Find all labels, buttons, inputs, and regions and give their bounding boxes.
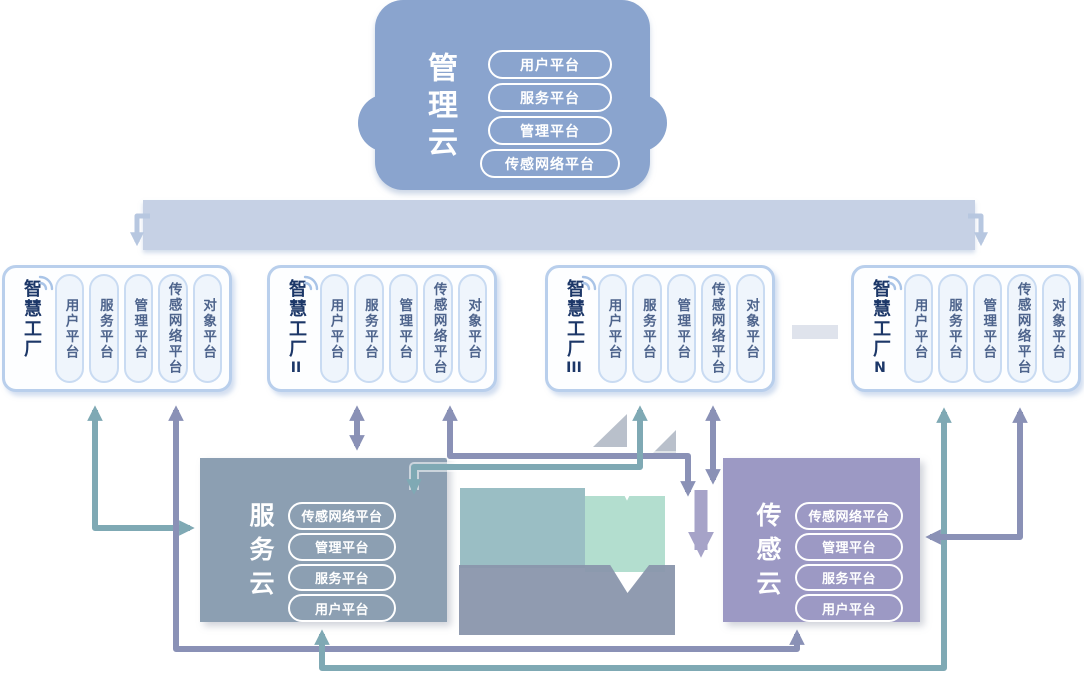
factory-2-box: 智慧工厂 II 用户平台 服务平台 管理平台 传感网络平台 对象平台 (267, 265, 497, 392)
factory-1-platforms: 用户平台 服务平台 管理平台 传感网络平台 对象平台 (55, 274, 223, 383)
platform-pill: 管理平台 (666, 274, 697, 383)
factory-title-text: 智慧工厂 (870, 279, 891, 359)
factory-title-text: 智慧工厂 (564, 279, 585, 359)
platform-pill: 服务平台 (795, 563, 903, 592)
factory-n-platforms: 用户平台 服务平台 管理平台 传感网络平台 对象平台 (904, 274, 1072, 383)
factory-3-title: 智慧工厂 III (555, 274, 597, 383)
factory-2-title: 智慧工厂 II (277, 274, 319, 383)
factory-title-text: 智慧工厂 (286, 279, 307, 359)
factory-3-box: 智慧工厂 III 用户平台 服务平台 管理平台 传感网络平台 对象平台 (545, 265, 775, 392)
management-cloud-platforms: 用户平台 服务平台 管理平台 传感网络平台 (465, 50, 635, 178)
decorative-triangle (651, 430, 676, 455)
platform-pill: 用户平台 (488, 50, 612, 79)
platform-pill: 传感网络平台 (288, 502, 396, 530)
platform-pill: 传感网络平台 (1007, 274, 1037, 383)
arrow-factory1-servicecloud (87, 405, 195, 536)
platform-pill: 对象平台 (735, 274, 766, 383)
center-teal-block (460, 488, 585, 568)
ellipsis-connector (792, 325, 838, 339)
management-cloud-box: 管理云 用户平台 服务平台 管理平台 传感网络平台 (358, 0, 667, 190)
platform-pill: 对象平台 (192, 274, 223, 383)
platform-pill: 传感网络平台 (701, 274, 731, 383)
platform-pill: 服务平台 (89, 274, 119, 383)
platform-pill: 传感网络平台 (423, 274, 453, 383)
platform-pill: 管理平台 (123, 274, 154, 383)
factory-n-title: 智慧工厂 N (861, 274, 903, 383)
wifi-signal-icon (303, 275, 319, 291)
platform-pill: 传感网络平台 (480, 149, 620, 178)
factory-title-suffix: III (566, 360, 582, 376)
cloud-bump-left (358, 94, 416, 152)
platform-pill: 服务平台 (288, 563, 396, 592)
platform-pill: 管理平台 (388, 274, 419, 383)
platform-pill: 管理平台 (288, 532, 396, 561)
platform-pill: 服务平台 (938, 274, 968, 383)
platform-pill: 服务平台 (488, 83, 612, 112)
wifi-signal-icon (887, 275, 903, 291)
factory-2-platforms: 用户平台 服务平台 管理平台 传感网络平台 对象平台 (320, 274, 488, 383)
arrow-sensingcloud-factoryN (925, 407, 1028, 545)
sensing-cloud-box: 传感云 传感网络平台 管理平台 服务平台 用户平台 (723, 458, 920, 622)
platform-pill: 传感网络平台 (795, 502, 903, 530)
sensing-cloud-title: 传感云 (753, 502, 782, 604)
platform-pill: 服务平台 (632, 274, 662, 383)
platform-pill: 对象平台 (1041, 274, 1072, 383)
platform-pill: 用户平台 (795, 594, 903, 622)
platform-pill: 管理平台 (488, 116, 612, 145)
platform-pill: 用户平台 (55, 274, 85, 383)
factory-title-suffix: N (874, 360, 886, 376)
decorative-triangle (593, 414, 627, 447)
service-cloud-box: 服务云 传感网络平台 管理平台 服务平台 用户平台 (200, 458, 447, 622)
platform-pill: 管理平台 (795, 532, 903, 561)
factory-1-title: 智慧工厂 (12, 274, 54, 383)
platform-pill: 传感网络平台 (158, 274, 188, 383)
factory-title-suffix: II (290, 360, 302, 376)
platform-pill: 用户平台 (598, 274, 628, 383)
factory-3-platforms: 用户平台 服务平台 管理平台 传感网络平台 对象平台 (598, 274, 766, 383)
management-cloud-title: 管理云 (422, 52, 457, 163)
platform-pill: 用户平台 (320, 274, 350, 383)
platform-pill: 对象平台 (457, 274, 488, 383)
center-mint-block (585, 496, 665, 572)
wifi-signal-icon (581, 275, 597, 291)
factory-title-text: 智慧工厂 (21, 279, 42, 359)
platform-pill: 管理平台 (972, 274, 1003, 383)
arrow-factory2-sensingcloud (442, 405, 696, 497)
arrow-factory3-servicecloud (406, 405, 648, 495)
center-gray-block (459, 565, 675, 635)
factory-1-box: 智慧工厂 用户平台 服务平台 管理平台 传感网络平台 对象平台 (2, 265, 232, 392)
service-cloud-title: 服务云 (246, 502, 275, 604)
platform-pill: 用户平台 (288, 594, 396, 622)
wifi-signal-icon (38, 275, 54, 291)
platform-pill: 用户平台 (904, 274, 934, 383)
bus-bar (143, 200, 975, 250)
cloud-bump-right (609, 94, 667, 152)
platform-pill: 服务平台 (354, 274, 384, 383)
factory-n-box: 智慧工厂 N 用户平台 服务平台 管理平台 传感网络平台 对象平台 (851, 265, 1081, 392)
sensing-cloud-platforms: 传感网络平台 管理平台 服务平台 用户平台 (795, 502, 903, 622)
service-cloud-platforms: 传感网络平台 管理平台 服务平台 用户平台 (288, 502, 396, 622)
